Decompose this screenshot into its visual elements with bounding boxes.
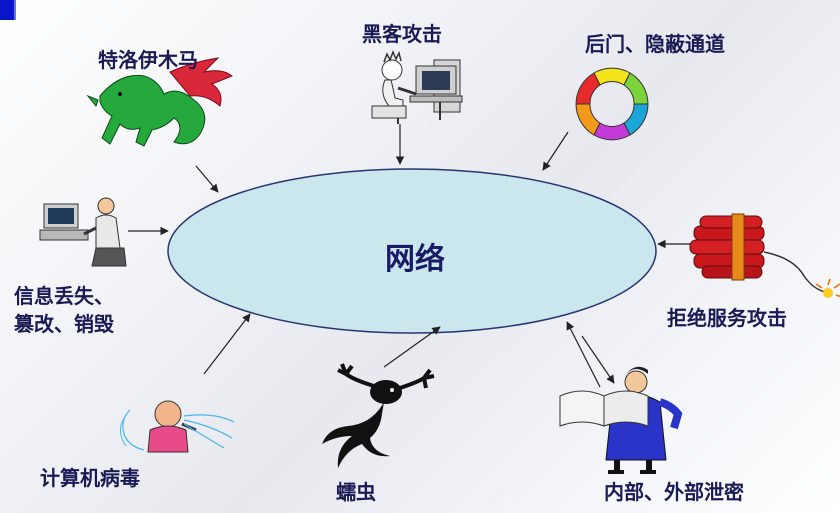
computer-user-icon: [39, 197, 127, 267]
leak-reading-man-icon: [559, 366, 683, 474]
leak-label: 内部、外部泄密: [604, 480, 744, 504]
arrow-virus: [203, 313, 251, 375]
hacker-icon: [371, 49, 463, 124]
network-label: 网络: [385, 242, 445, 277]
network-ellipse: [167, 168, 657, 334]
info-loss-label-line2: 篡改、销毁: [14, 312, 114, 336]
slide-corner-bar: [14, 0, 16, 20]
dos-attack-label: 拒绝服务攻击: [667, 306, 787, 330]
worm-figure-icon: [322, 363, 435, 468]
virus-label: 计算机病毒: [40, 466, 140, 490]
arrow-leak-in: [566, 321, 601, 388]
arrow-worm: [383, 326, 441, 368]
arrow-backdoor: [542, 131, 569, 171]
arrow-trojan: [195, 165, 219, 193]
info-loss-label-line1: 信息丢失、: [14, 284, 114, 308]
virus-sneezing-icon: [120, 400, 235, 453]
trojan-dragon-icon: [86, 57, 233, 147]
dynamite-icon: [689, 213, 840, 298]
trojan-label: 特洛伊木马: [98, 48, 198, 72]
arrow-leak-out: [581, 335, 615, 384]
hacker-attack-label: 黑客攻击: [362, 22, 442, 46]
backdoor-cycle-icon: [575, 67, 649, 141]
backdoor-label: 后门、隐蔽通道: [585, 32, 725, 56]
worm-label: 蠕虫: [336, 480, 376, 504]
slide-corner-accent: [0, 0, 14, 20]
